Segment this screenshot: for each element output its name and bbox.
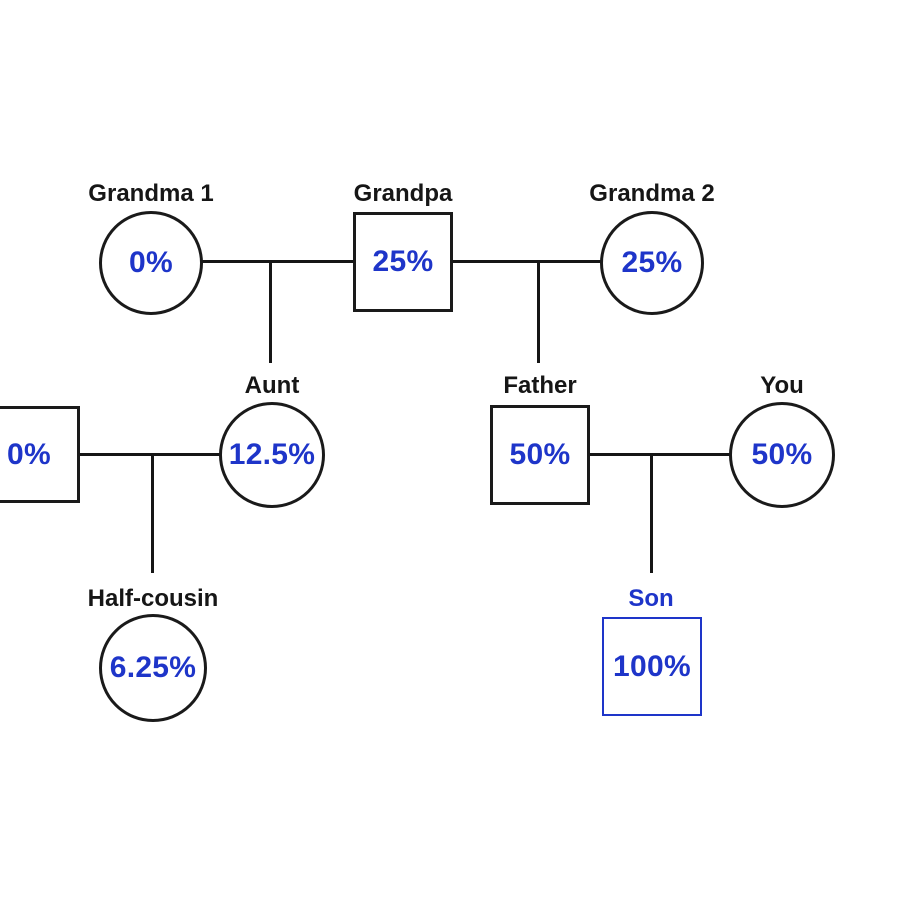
node-aunt: 12.5%: [219, 402, 325, 508]
value-you: 50%: [751, 438, 813, 471]
node-you: 50%: [729, 402, 835, 508]
edge-grandpa-grandma2: [451, 260, 602, 263]
value-halfcousin: 6.25%: [109, 651, 197, 684]
value-grandma2: 25%: [621, 246, 683, 279]
label-son: Son: [628, 585, 674, 612]
node-grandma1: 0%: [99, 211, 203, 315]
node-grandpa: 25%: [353, 212, 453, 312]
value-partner: 0%: [7, 437, 51, 471]
edge-father-you: [588, 453, 731, 456]
node-grandma2: 25%: [600, 211, 704, 315]
label-aunt: Aunt: [244, 372, 300, 399]
label-father: Father: [503, 372, 577, 399]
value-grandma1: 0%: [129, 246, 173, 279]
value-aunt: 12.5%: [228, 438, 316, 471]
node-halfcousin: 6.25%: [99, 614, 207, 722]
node-son: 100%: [602, 617, 702, 716]
value-father: 50%: [509, 438, 571, 471]
value-son: 100%: [613, 649, 691, 683]
edge-grandma1-grandpa: [200, 260, 355, 263]
edge-partner-aunt: [76, 453, 221, 456]
label-halfcousin: Half-cousin: [87, 585, 219, 612]
node-partner: 0%: [0, 406, 80, 503]
label-grandpa: Grandpa: [353, 180, 453, 207]
edge-to-father: [537, 261, 540, 363]
edge-to-halfcousin: [151, 454, 154, 573]
edge-to-aunt: [269, 261, 272, 363]
value-grandpa: 25%: [372, 245, 434, 278]
label-grandma2: Grandma 2: [589, 180, 715, 207]
node-father: 50%: [490, 405, 590, 505]
label-you: You: [760, 372, 804, 399]
edge-to-son: [650, 454, 653, 573]
label-grandma1: Grandma 1: [88, 180, 214, 207]
